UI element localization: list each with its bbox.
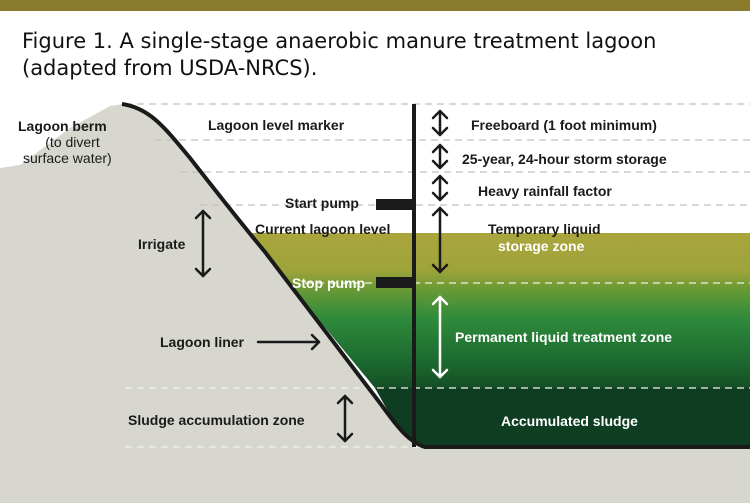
stop-pump-label: Stop pump bbox=[292, 275, 366, 291]
permanent-zone-arrow bbox=[431, 295, 449, 379]
sludge-layer bbox=[375, 388, 750, 447]
lagoon-berm-label: Lagoon berm bbox=[18, 118, 107, 134]
start-pump-flag bbox=[376, 199, 414, 210]
freeboard-label: Freeboard (1 foot minimum) bbox=[471, 117, 657, 133]
storm-arrow bbox=[431, 143, 449, 170]
figure-title-line-1: Figure 1. A single-stage anaerobic manur… bbox=[22, 29, 657, 53]
temporary-zone-label-2: storage zone bbox=[498, 238, 585, 254]
freeboard-arrow bbox=[431, 109, 449, 137]
level-marker-label: Lagoon level marker bbox=[208, 117, 345, 133]
sludge-zone-label: Sludge accumulation zone bbox=[128, 412, 305, 428]
lagoon-berm bbox=[0, 104, 750, 503]
lagoon-liner-line bbox=[121, 102, 750, 449]
figure-title: Figure 1. A single-stage anaerobic manur… bbox=[22, 28, 722, 82]
temporary-zone-label-1: Temporary liquid bbox=[488, 221, 601, 237]
storm-storage-label: 25-year, 24-hour storm storage bbox=[462, 151, 667, 167]
rainfall-arrow bbox=[431, 174, 449, 202]
permanent-zone-label: Permanent liquid treatment zone bbox=[455, 329, 673, 345]
irrigate-arrow bbox=[194, 209, 212, 278]
current-level-label: Current lagoon level bbox=[255, 221, 391, 237]
rainfall-factor-label: Heavy rainfall factor bbox=[478, 183, 612, 199]
temporary-storage-arrow bbox=[431, 206, 449, 274]
lagoon-berm-note-2: surface water) bbox=[23, 150, 112, 166]
liner-pointer-arrow bbox=[256, 333, 321, 351]
irrigate-label: Irrigate bbox=[138, 236, 186, 252]
arrows bbox=[194, 109, 449, 443]
lagoon-liner-label: Lagoon liner bbox=[160, 334, 244, 350]
level-marker-post bbox=[412, 104, 416, 447]
lagoon-berm-note-1: (to divert bbox=[45, 134, 100, 150]
stop-pump-flag bbox=[376, 277, 414, 288]
top-accent-bar bbox=[0, 0, 750, 11]
accumulated-sludge-label: Accumulated sludge bbox=[501, 413, 638, 429]
figure-title-line-2: (adapted from USDA-NRCS). bbox=[22, 56, 318, 80]
lagoon-liquid bbox=[247, 233, 750, 388]
start-pump-label: Start pump bbox=[285, 195, 359, 211]
sludge-zone-arrow bbox=[336, 394, 354, 443]
